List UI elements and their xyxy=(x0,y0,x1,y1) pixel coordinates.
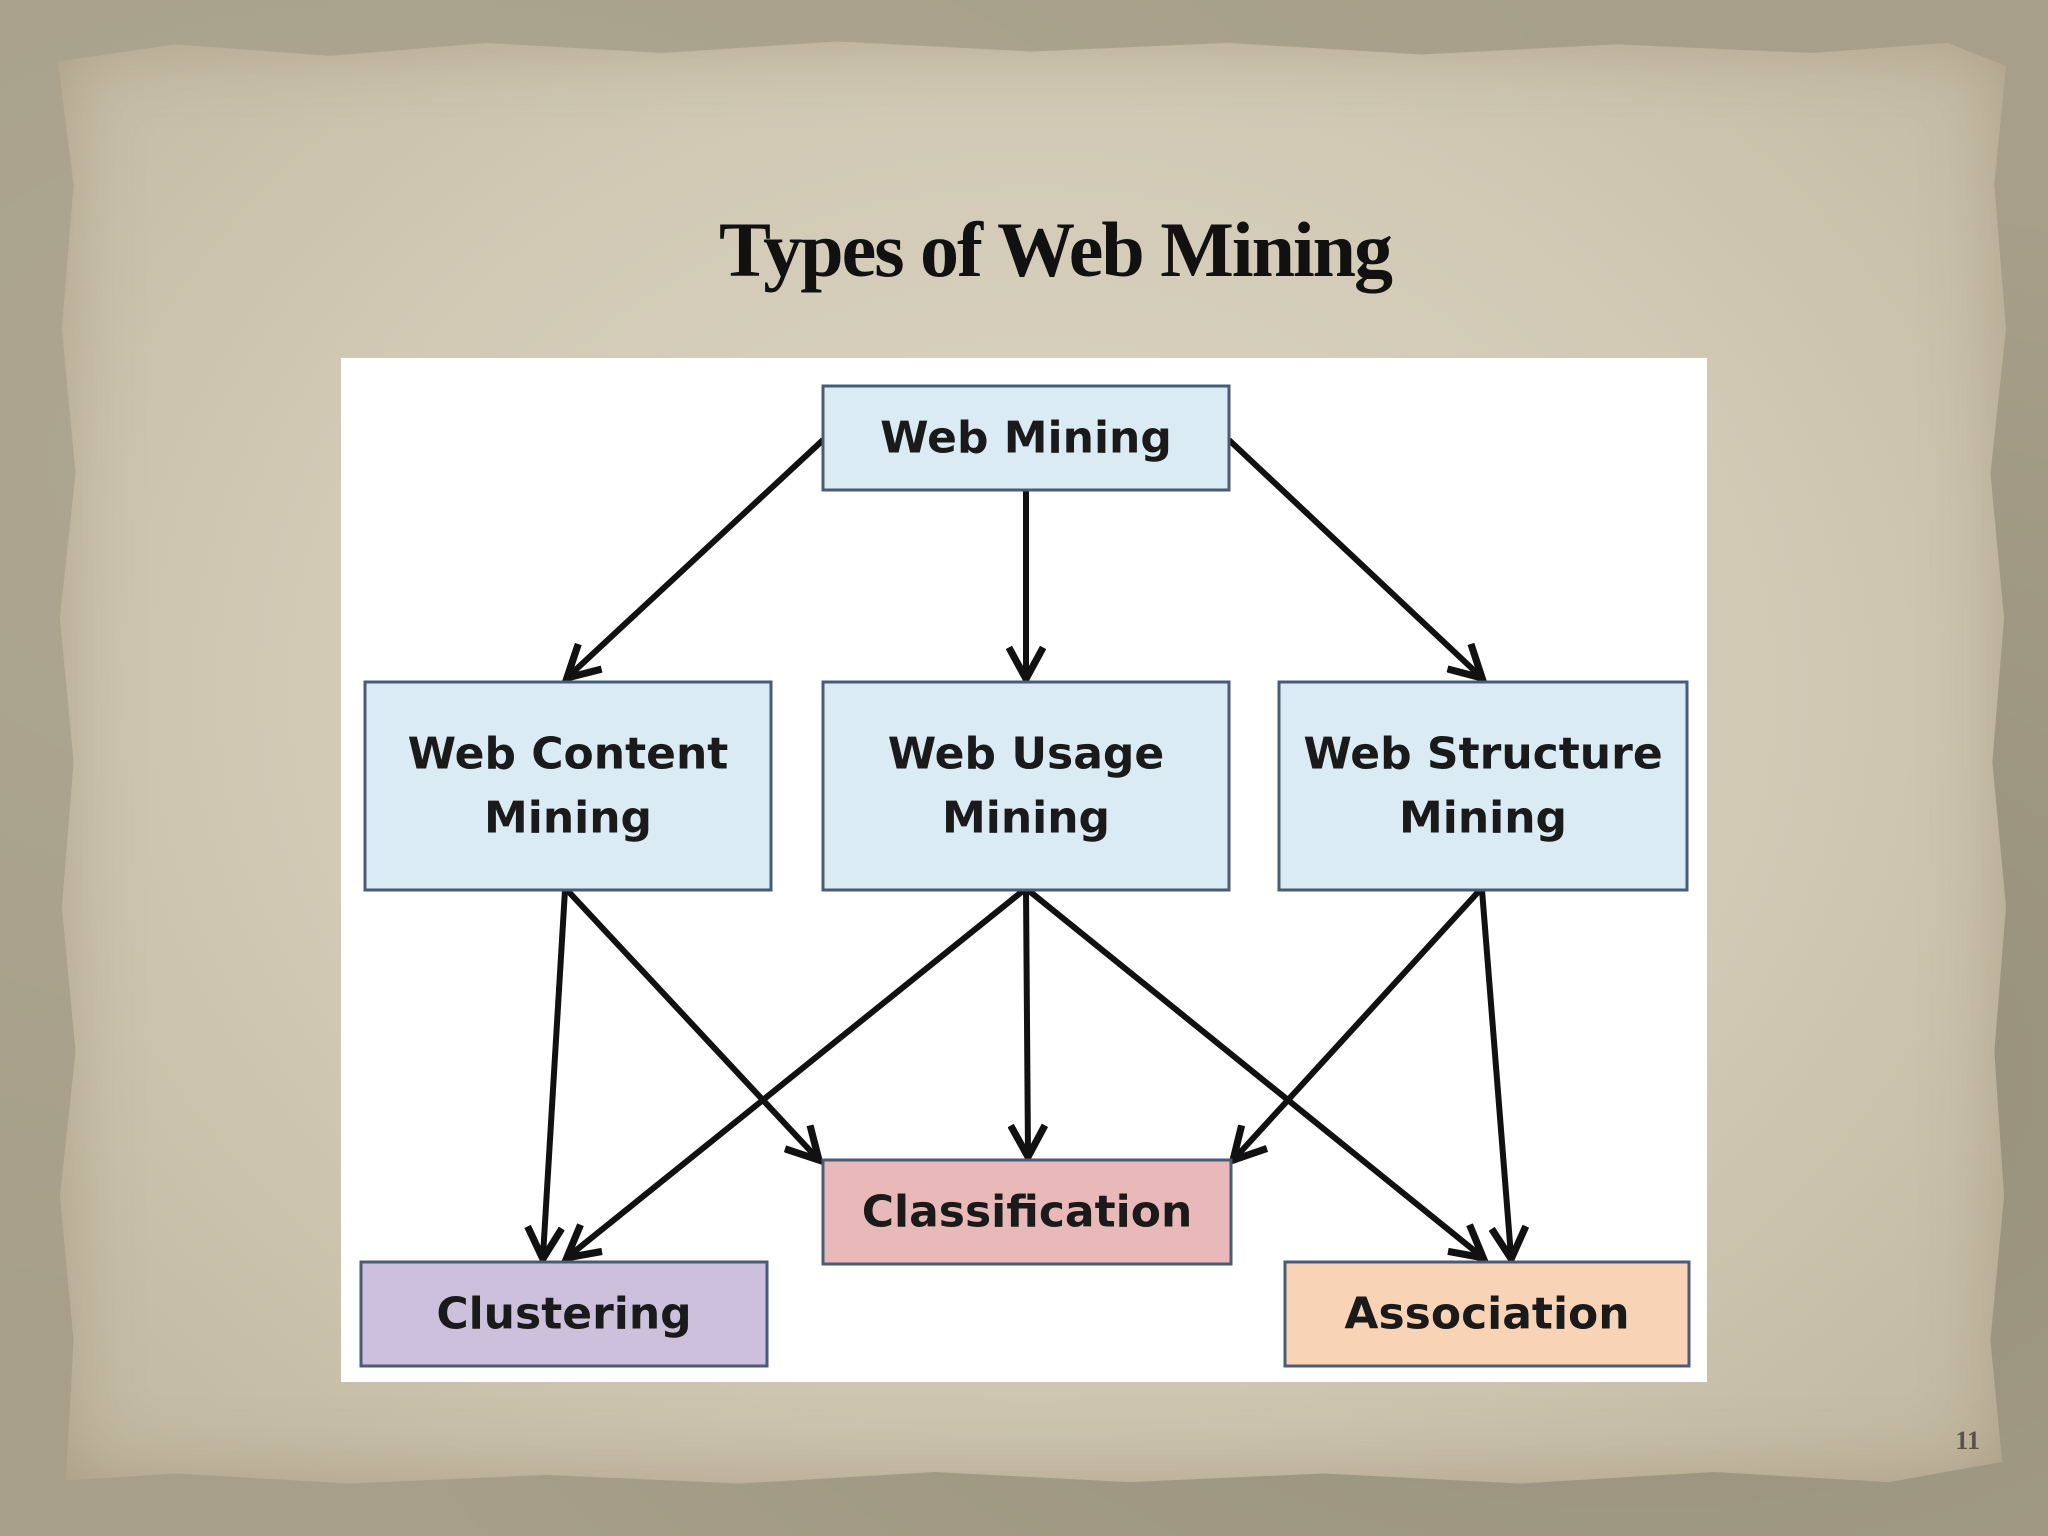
page-number: 11 xyxy=(1955,1426,1980,1455)
node-association: Association xyxy=(1283,1260,1691,1368)
node-box-classification xyxy=(821,1158,1233,1266)
arrow-web-usage-mining-to-classification xyxy=(1026,889,1028,1154)
node-label-classification-line-0: Classification xyxy=(862,1187,1193,1238)
node-label-web-structure-mining-line-0: Web Structure xyxy=(1303,729,1662,780)
node-box-web-mining xyxy=(821,384,1231,492)
node-label-web-mining-line-0: Web Mining xyxy=(880,413,1172,464)
arrow-web-content-mining-to-classification xyxy=(564,887,817,1158)
node-label-web-usage-mining-line-0: Web Usage xyxy=(888,729,1165,780)
node-box-clustering xyxy=(359,1260,769,1368)
node-label-web-usage-mining-line-1: Mining xyxy=(942,793,1110,844)
arrow-web-usage-mining-to-association xyxy=(1026,887,1481,1256)
arrow-web-mining-to-web-structure-mining xyxy=(1226,437,1480,676)
slide-title: Types of Web Mining xyxy=(718,206,1393,293)
node-label-web-content-mining-line-0: Web Content xyxy=(408,729,729,780)
node-label-web-structure-mining-line-1: Mining xyxy=(1399,793,1567,844)
arrow-web-content-mining-to-clustering xyxy=(543,889,568,1256)
arrow-web-mining-to-web-content-mining xyxy=(569,437,826,676)
node-web-mining: Web Mining xyxy=(821,384,1231,492)
node-label-web-content-mining-line-1: Mining xyxy=(484,793,652,844)
node-clustering: Clustering xyxy=(359,1260,769,1368)
arrow-web-usage-mining-to-clustering xyxy=(569,887,1026,1256)
node-box-web-usage-mining xyxy=(821,680,1231,892)
node-label-clustering-line-0: Clustering xyxy=(436,1289,691,1340)
arrow-web-structure-mining-to-classification xyxy=(1235,887,1483,1158)
node-classification: Classification xyxy=(821,1158,1233,1266)
edges-layer xyxy=(543,437,1511,1256)
node-label-association-line-0: Association xyxy=(1344,1289,1629,1340)
node-box-web-structure-mining xyxy=(1277,680,1689,892)
arrow-web-structure-mining-to-association xyxy=(1479,889,1511,1256)
node-box-web-content-mining xyxy=(363,680,773,892)
node-box-association xyxy=(1283,1260,1691,1368)
